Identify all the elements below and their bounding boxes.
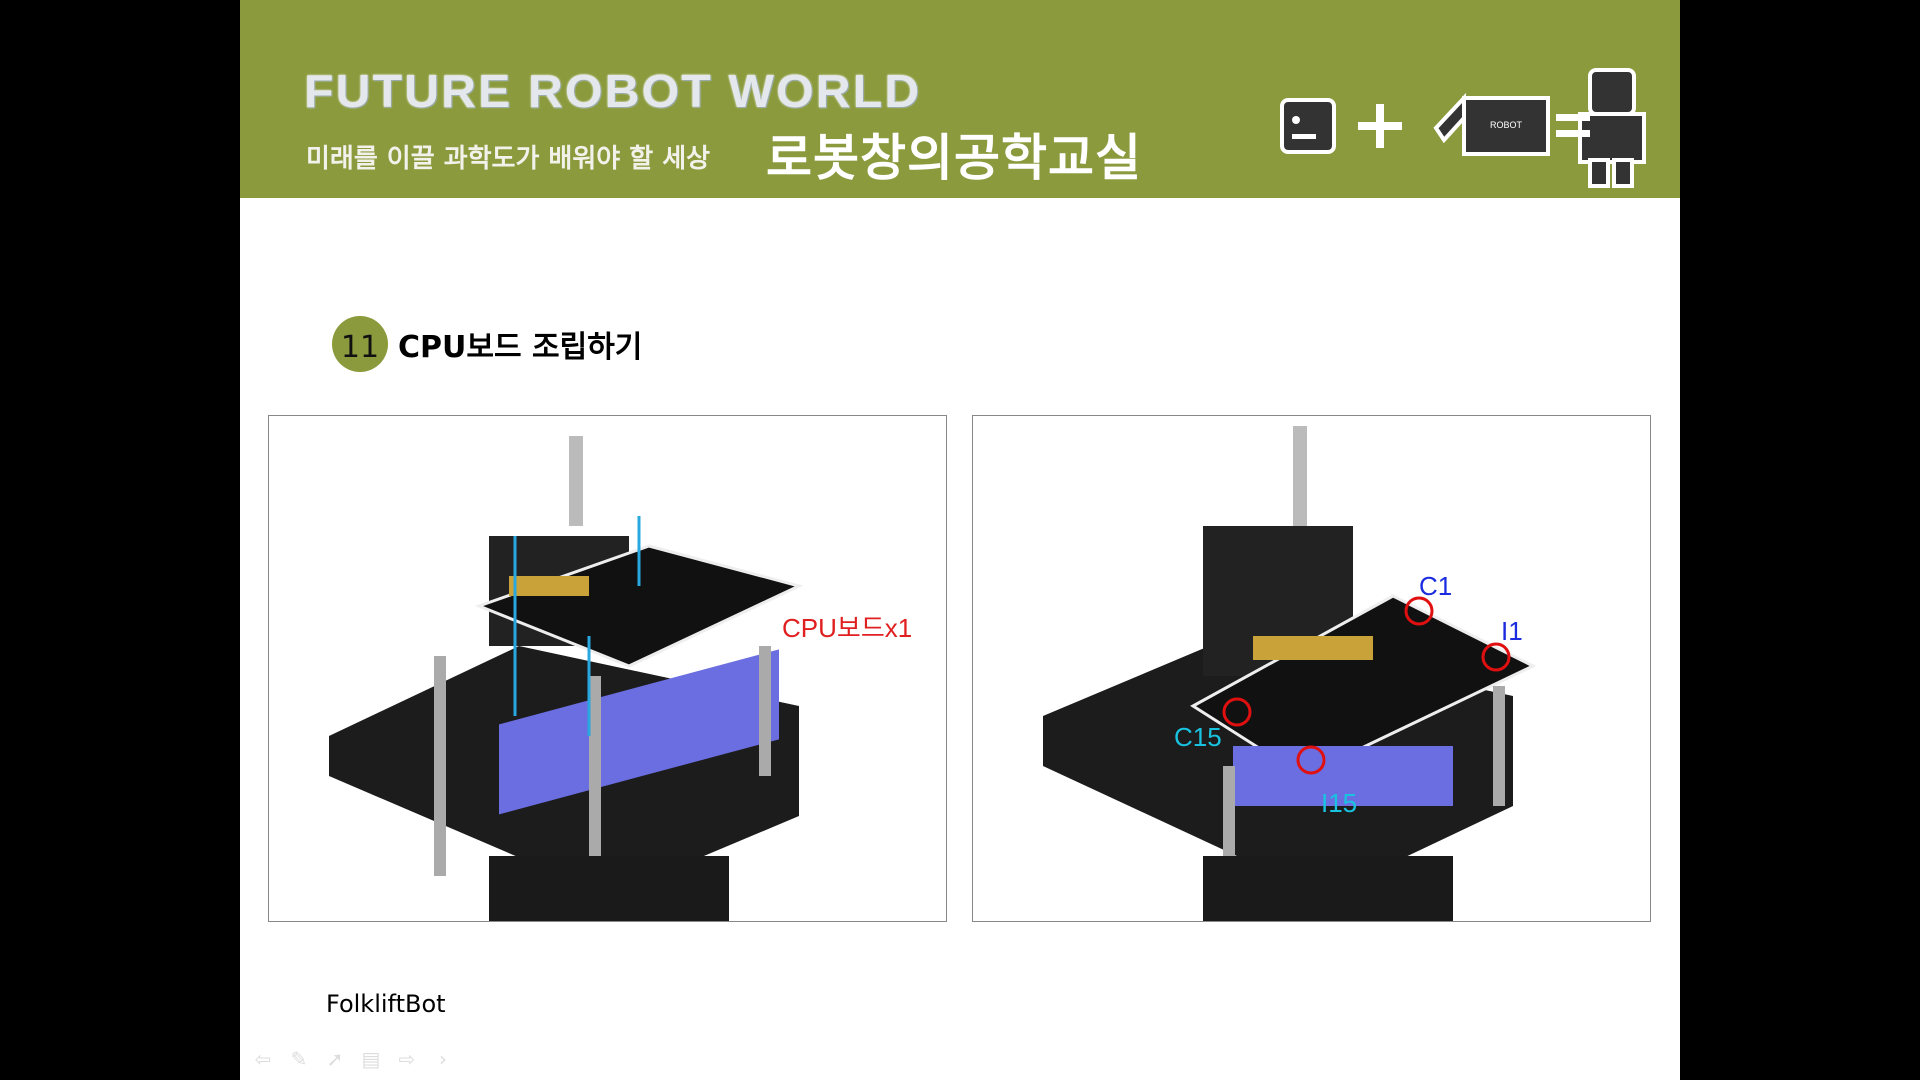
- slide: FUTURE ROBOT WORLD 미래를 이끌 과학도가 배워야 할 세상 …: [240, 0, 1680, 1080]
- step-title: CPU보드 조립하기: [398, 330, 643, 365]
- svg-text:ROBOT: ROBOT: [1490, 120, 1523, 130]
- footer-text: FolkliftBot: [326, 990, 446, 1018]
- pointer-icon[interactable]: ➚: [326, 1047, 344, 1071]
- robot-equation-logo: ROBOT: [1280, 68, 1646, 188]
- label-i1: I1: [1501, 616, 1523, 646]
- assembly-image-after: C1 I1 C15 I15: [972, 415, 1651, 922]
- slide-menu-icon[interactable]: ▤: [361, 1047, 381, 1071]
- previous-arrow-icon[interactable]: ⇦: [254, 1047, 272, 1071]
- robot-assembly-illustration: [1043, 426, 1537, 921]
- brand-title: FUTURE ROBOT WORLD: [304, 65, 922, 117]
- next-arrow-icon[interactable]: ⇨: [398, 1047, 416, 1071]
- assembly-image-before: CPU보드x1: [268, 415, 947, 922]
- tagline: 미래를 이끌 과학도가 배워야 할 세상: [306, 144, 711, 174]
- label-c15: C15: [1174, 722, 1222, 752]
- step-number-badge: 11: [332, 316, 388, 372]
- pen-icon[interactable]: ✎: [290, 1047, 308, 1071]
- label-c1: C1: [1419, 571, 1453, 601]
- label-i15: I15: [1321, 788, 1358, 818]
- step-heading: 11 CPU보드 조립하기: [332, 316, 642, 372]
- chevron-right-icon[interactable]: ›: [439, 1047, 447, 1071]
- header-banner: FUTURE ROBOT WORLD 미래를 이끌 과학도가 배워야 할 세상 …: [240, 0, 1680, 198]
- robot-assembly-illustration: [329, 436, 804, 921]
- cpu-board-label: CPU보드x1: [782, 613, 913, 643]
- class-name: 로봇창의공학교실: [766, 129, 1142, 187]
- slideshow-toolbar: ⇦ ✎ ➚ ▤ ⇨ ›: [252, 1048, 454, 1070]
